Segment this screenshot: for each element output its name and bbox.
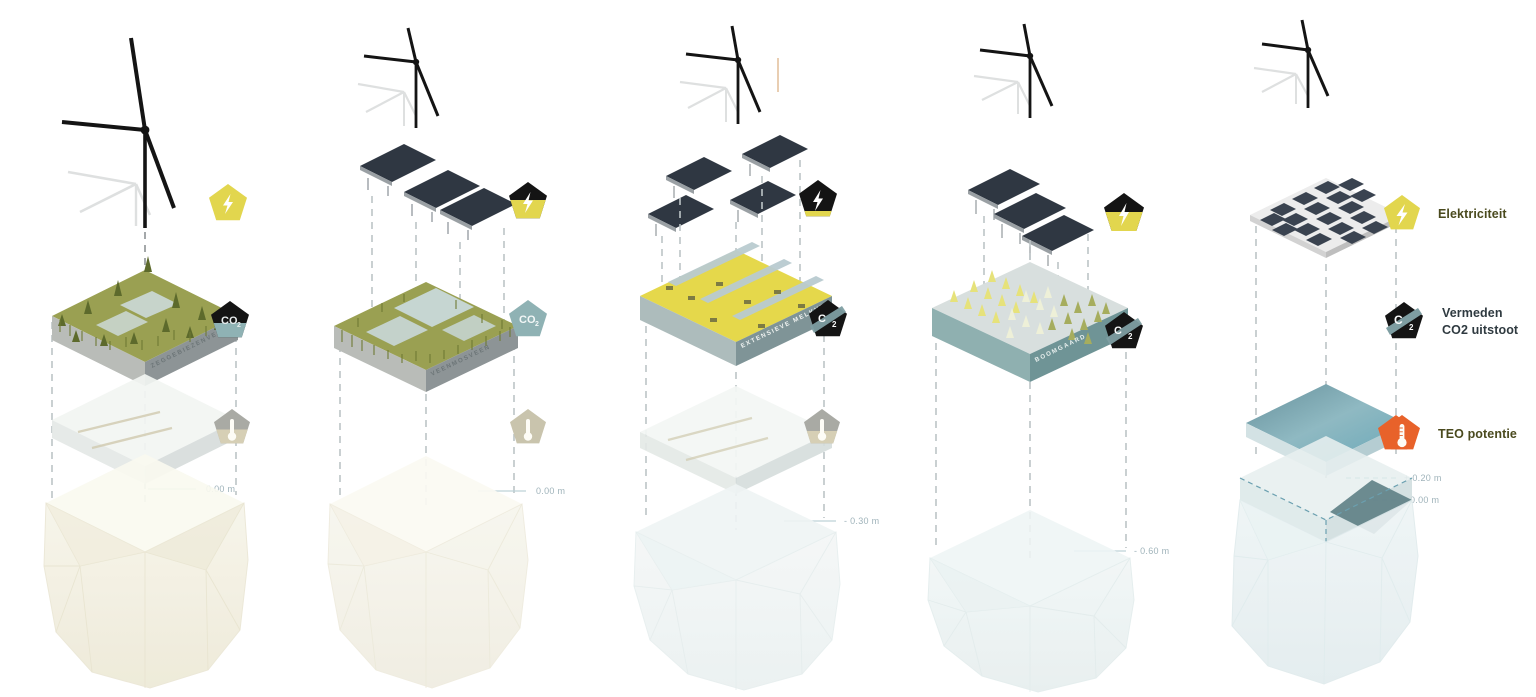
solar-panel-array [648, 135, 808, 236]
badge-electricity [509, 182, 547, 219]
wind-turbine-shadow-icon [973, 74, 1031, 114]
elevation-value: - 0.30 m [844, 516, 879, 526]
elevation-value: 0.00 m [536, 486, 565, 496]
surface-slab-veenmosveen: VEENMOSVEEN [334, 282, 518, 392]
elevation-markers: + 0.20 m 0.00 m [1346, 473, 1442, 505]
wind-turbine-icon [61, 37, 176, 228]
legend-item-teo-potentie: TEO potentie [1380, 412, 1517, 456]
svg-text:2: 2 [535, 321, 539, 328]
svg-text:C: C [1394, 313, 1403, 327]
thermometer-pentagon-icon [1384, 415, 1420, 450]
badge-teo [510, 409, 546, 444]
svg-text:C: C [818, 313, 826, 325]
panel-water-zonnepark: + 0.20 m 0.00 m [1184, 0, 1480, 697]
svg-text:2: 2 [832, 320, 837, 329]
legend-item-vermeden-co2: C 2 Vermeden CO2 uitstoot [1380, 298, 1518, 346]
badge-co2: C 2 [809, 300, 847, 337]
water-layer-slab [640, 386, 832, 494]
co2-pentagon-icon: C 2 [1385, 302, 1423, 339]
soil-volume [927, 557, 1135, 693]
panel-zeggebiezenveen: ZEGGEBIEZENVEEN 0.00 m [0, 0, 296, 697]
elevation-value-1: + 0.20 m [1404, 473, 1442, 483]
wind-turbine-shadow-icon [679, 80, 739, 122]
wind-turbine-icon [685, 25, 762, 124]
svg-text:CO: CO [221, 315, 238, 327]
legend-label-vermeden-co2: Vermeden CO2 uitstoot [1442, 306, 1519, 337]
svg-text:2: 2 [1128, 332, 1133, 341]
soil-volume [633, 531, 841, 691]
wind-turbine-icon [363, 27, 440, 128]
svg-text:C: C [1114, 325, 1122, 337]
legend-item-elektriciteit: Elektriciteit [1380, 192, 1507, 236]
legend: Elektriciteit C 2 Vermeden CO2 uitstoot … [1380, 180, 1536, 470]
soil-volume [1231, 499, 1419, 685]
elevation-value-2: 0.00 m [1410, 495, 1439, 505]
lightning-pentagon-icon [1384, 195, 1420, 230]
surface-slab-extensieve-melkvee: EXTENSIEVE MELKVEE [640, 242, 832, 366]
surface-slab-zeggebiezenveen: ZEGGEBIEZENVEEN [52, 256, 238, 386]
badge-co2: C 2 [1105, 312, 1143, 349]
elevation-value: - 0.60 m [1134, 546, 1169, 556]
soil-volume [327, 503, 529, 689]
wind-turbine-shadow-icon [357, 82, 417, 126]
soil-volume [43, 502, 249, 689]
surface-slab-boomgaard: BOOMGAARD [932, 262, 1128, 382]
panel-veenmosveen: VEENMOSVEEN 0.00 m [296, 0, 592, 697]
badge-electricity [209, 184, 247, 221]
legend-label-elektriciteit: Elektriciteit [1438, 206, 1507, 221]
badge-electricity [1104, 193, 1144, 231]
panel-extensieve-melkvee: EXTENSIEVE MELKVEE - 0.30 m [592, 0, 888, 697]
badge-electricity [799, 180, 837, 217]
water-body-slab [1239, 436, 1413, 542]
badge-co2: CO 2 [509, 300, 547, 337]
legend-label-teo-potentie: TEO potentie [1438, 426, 1517, 441]
wind-turbine-shadow-icon [1253, 66, 1309, 104]
wind-turbine-shadow-icon [67, 170, 152, 226]
floating-solar-array [1250, 178, 1402, 258]
solar-panel-array [968, 169, 1094, 266]
panel-boomgaard: BOOMGAARD - 0.60 m [888, 0, 1184, 697]
svg-text:2: 2 [237, 322, 241, 329]
wind-turbine-icon [979, 23, 1054, 118]
elevation-value: 0.00 m [206, 484, 235, 494]
badge-teo [804, 409, 840, 444]
svg-text:2: 2 [1409, 323, 1414, 332]
svg-text:CO: CO [519, 314, 536, 326]
solar-panel-array [360, 144, 516, 240]
wind-turbine-icon [1261, 19, 1330, 108]
